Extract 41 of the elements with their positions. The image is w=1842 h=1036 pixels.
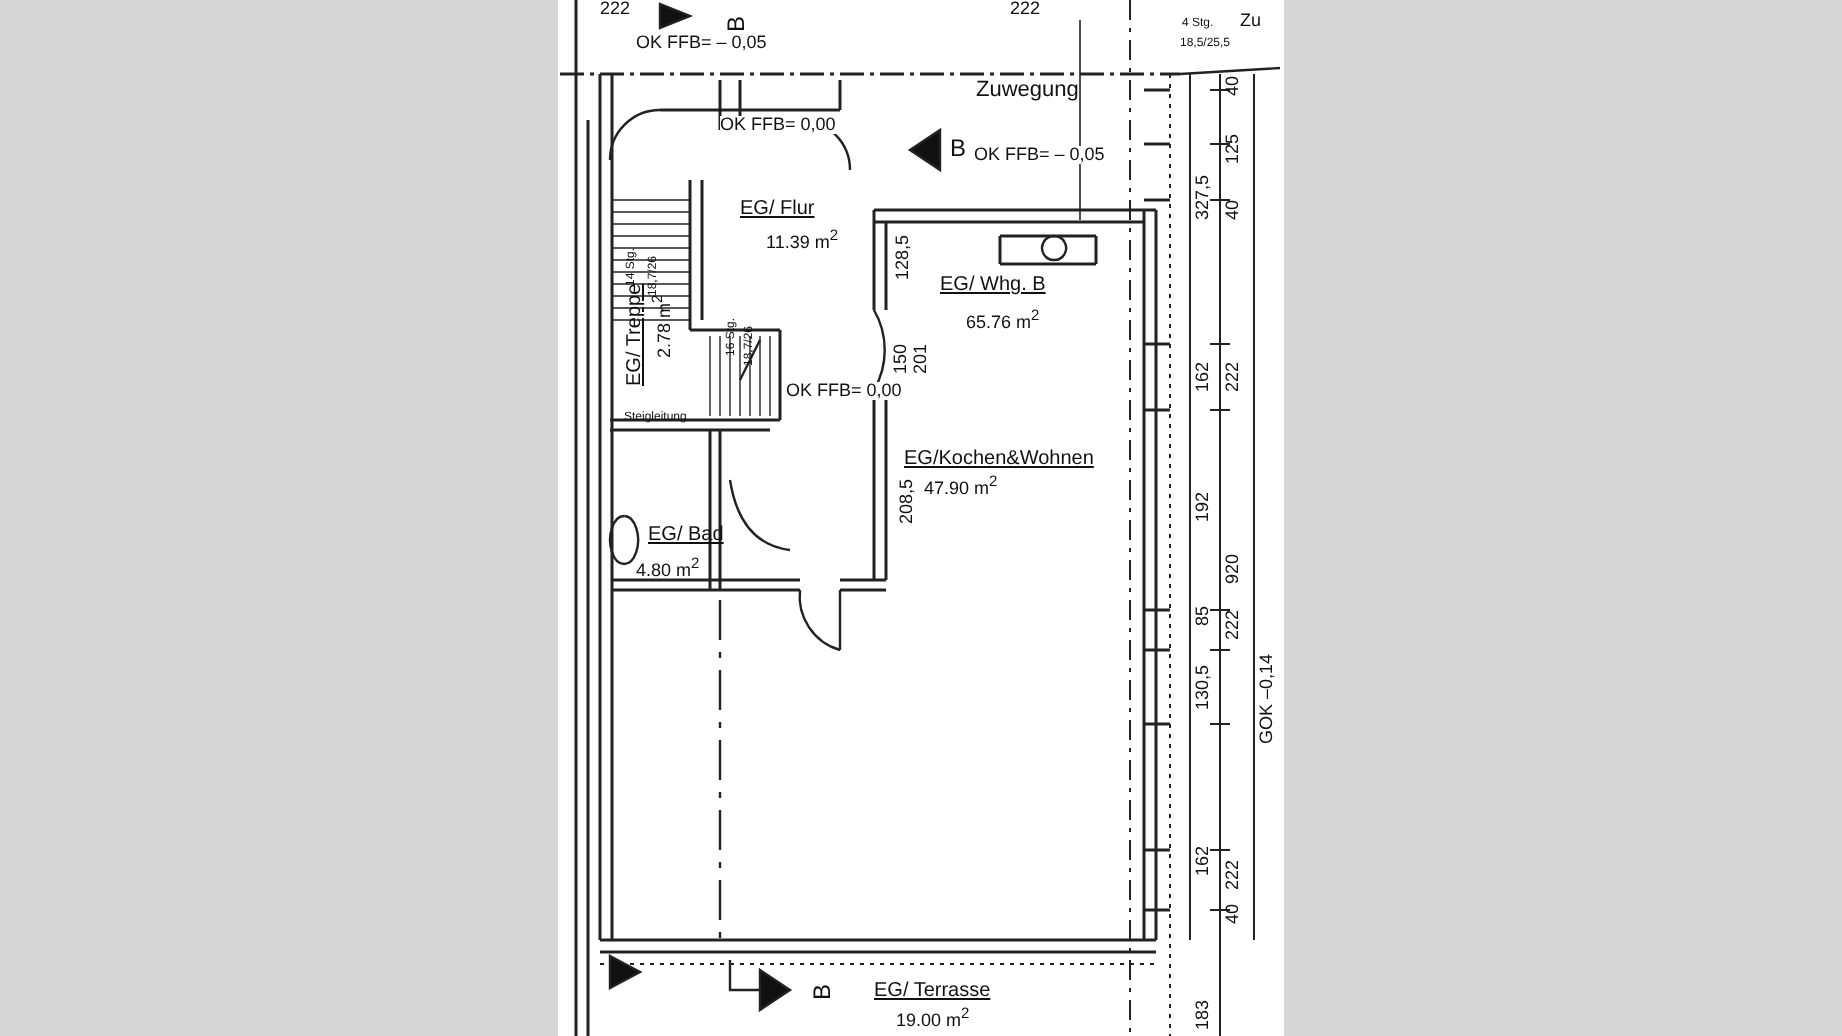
dimension: 85 [1194,605,1212,626]
level-note: OK FFB= – 0,05 [636,34,767,52]
dimension: 222 [600,0,631,18]
room-size: 11.39 m$^{2}$ [766,228,839,252]
dimension: 162 [1194,361,1212,392]
label: Zu [1240,12,1262,30]
dimension: 40 [1224,199,1242,220]
dimension: 201 [912,343,930,374]
dimension: 150 [892,343,910,374]
dimension: 192 [1194,491,1212,522]
section-mark: B [810,983,834,1000]
room-size: 47.90 m$^{2}$ [924,474,998,498]
room-name: EG/Kochen&Wohnen [904,450,1094,470]
dimension: 128,5 [894,234,912,280]
room-size: 65.76 m$^{2}$ [966,308,1040,332]
dimension: 183 [1194,999,1212,1030]
level-note: OK FFB= 0,00 [720,116,836,134]
section-mark: B [724,15,748,32]
dimension: 40 [1224,903,1242,924]
dimension: 222 [1224,859,1242,890]
room-size: 4.80 m$^{2}$ [636,556,700,580]
dimension: 40 [1224,75,1242,96]
dimension: 125 [1224,133,1242,164]
area-label: Zuwegung [976,80,1079,102]
dimension: 222 [1010,0,1041,18]
dimension: 208,5 [898,478,916,524]
dimension: 222 [1224,361,1242,392]
level-note: GOK –0,14 [1258,653,1276,744]
room-name: EG/ Whg. B [940,276,1046,296]
dimension: 920 [1224,553,1242,584]
room-name: EG/ Terrasse [874,982,991,1002]
level-note: OK FFB= 0,00 [786,382,902,400]
dimension: 162 [1194,845,1212,876]
level-note: OK FFB= – 0,05 [974,146,1105,164]
dimension: 222 [1224,609,1242,640]
dimension: 130,5 [1194,664,1212,710]
room-name: EG/ Treppe [626,283,646,386]
dimension: 327,5 [1194,174,1212,220]
room-name: EG/ Flur [740,200,815,220]
room-size: 19.00 m$^{2}$ [896,1006,970,1030]
section-mark: B [950,136,967,160]
